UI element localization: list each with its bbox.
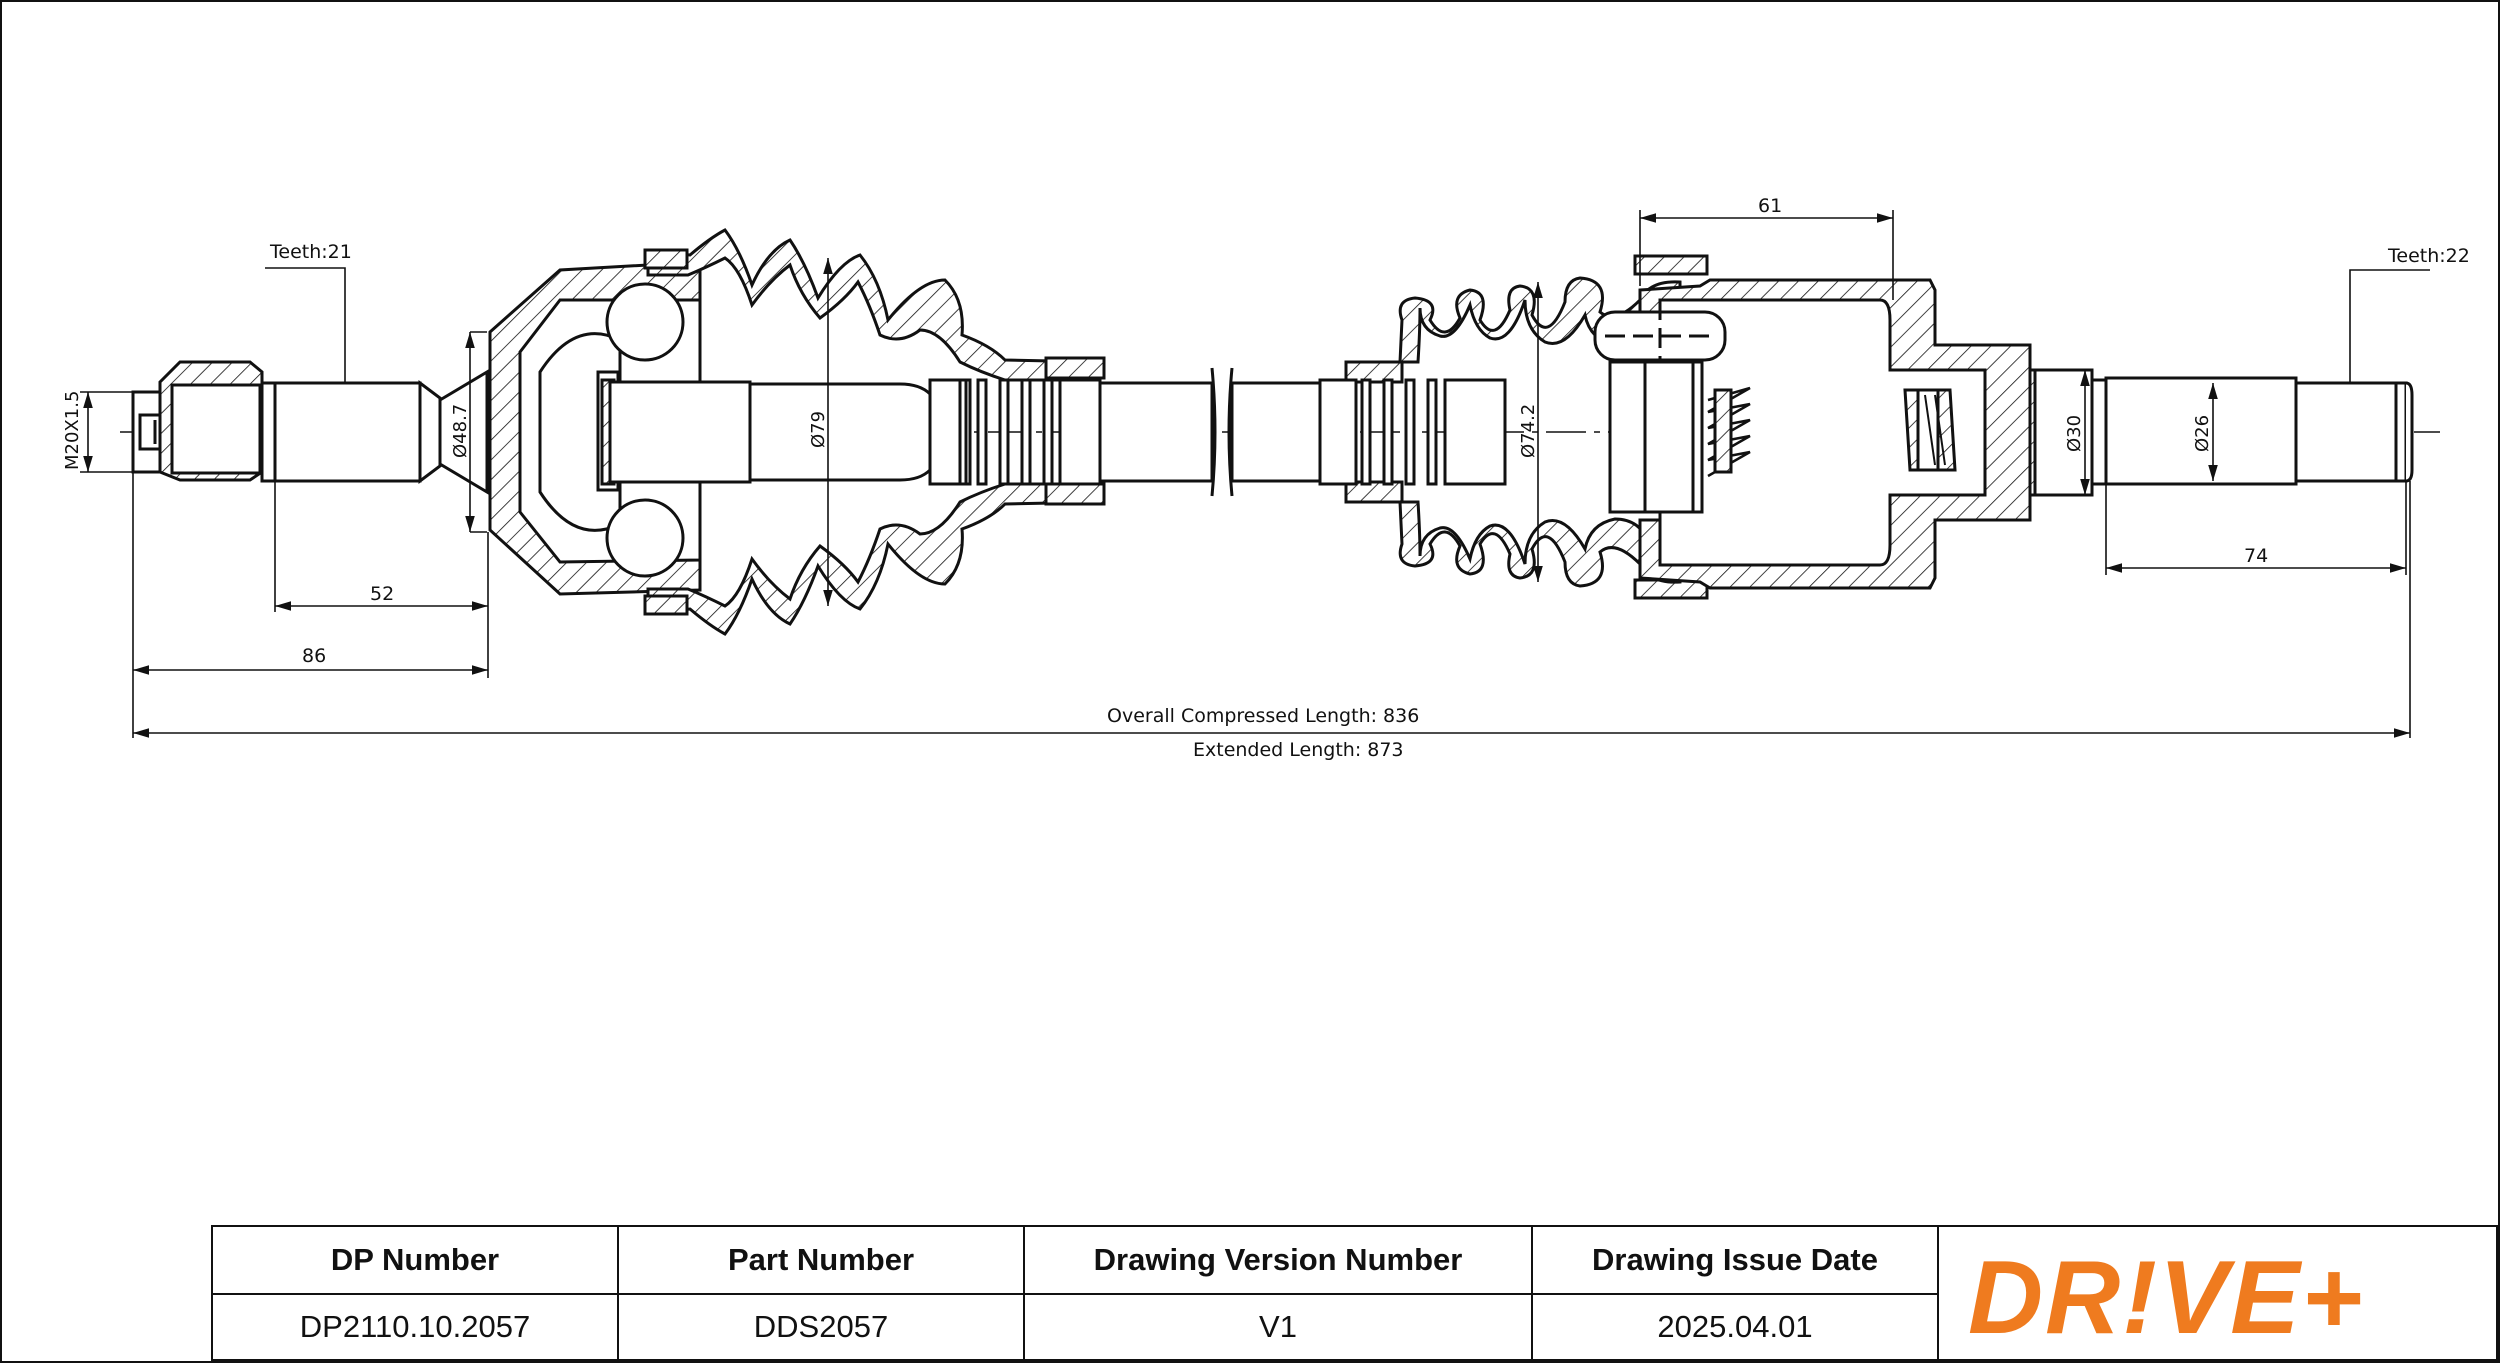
diameter-30-label: Ø30 bbox=[2064, 415, 2085, 452]
dp-number-header: DP Number bbox=[213, 1227, 619, 1295]
diameter-79-label: Ø79 bbox=[808, 411, 829, 448]
diameter-74-2-label: Ø74.2 bbox=[1518, 404, 1539, 458]
dimension-lines bbox=[80, 210, 2430, 738]
outer-cv-joint bbox=[131, 260, 702, 596]
title-block: DP Number Part Number Drawing Version Nu… bbox=[211, 1225, 2498, 1361]
drawing-version-header: Drawing Version Number bbox=[1025, 1227, 1533, 1295]
inner-tripod-joint bbox=[1593, 278, 2077, 590]
right-spline-stub bbox=[2033, 368, 2414, 497]
drive-logo-icon: DR!VE+ bbox=[1968, 1240, 2364, 1353]
teeth-right-label: Teeth:22 bbox=[2387, 245, 2470, 267]
brand-logo-text: DR!VE+ bbox=[1968, 1240, 2364, 1353]
extended-length-label: Extended Length: 873 bbox=[1193, 739, 1404, 761]
length-61-label: 61 bbox=[1758, 195, 1782, 217]
length-86-label: 86 bbox=[302, 645, 326, 667]
drawing-issue-date-value: 2025.04.01 bbox=[1533, 1295, 1939, 1359]
overall-compressed-length-label: Overall Compressed Length: 836 bbox=[1107, 705, 1419, 727]
brand-logo: DR!VE+ bbox=[1939, 1227, 2496, 1359]
drawing-issue-date-header: Drawing Issue Date bbox=[1533, 1227, 1939, 1295]
part-number-header: Part Number bbox=[619, 1227, 1025, 1295]
diameter-26-label: Ø26 bbox=[2192, 415, 2213, 452]
thread-label: M20X1.5 bbox=[62, 391, 83, 470]
drawing-version-value: V1 bbox=[1025, 1295, 1533, 1359]
teeth-left-label: Teeth:21 bbox=[269, 241, 352, 263]
length-52-label: 52 bbox=[370, 583, 394, 605]
length-74-label: 74 bbox=[2244, 545, 2268, 567]
center-shaft bbox=[608, 367, 1507, 497]
boot-clamps bbox=[643, 248, 1709, 616]
dp-number-value: DP2110.10.2057 bbox=[213, 1295, 619, 1359]
part-number-value: DDS2057 bbox=[619, 1295, 1025, 1359]
diameter-48-7-label: Ø48.7 bbox=[450, 404, 471, 458]
